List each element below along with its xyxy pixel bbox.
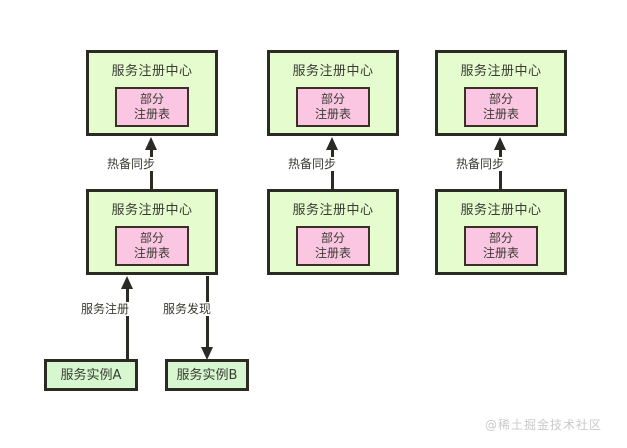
edge-label-register: 服务注册 (79, 302, 132, 316)
edge-label-sync-right: 热备同步 (454, 157, 507, 171)
registry-node-bottom-right: 服务注册中心 部分 注册表 (435, 189, 567, 275)
registry-title: 服务注册中心 (111, 203, 193, 218)
registry-title: 服务注册中心 (292, 203, 374, 218)
partial-registry-table: 部分 注册表 (296, 87, 370, 127)
table-line-1: 部分 (139, 92, 164, 106)
registry-title: 服务注册中心 (460, 203, 542, 218)
table-line-2: 注册表 (314, 107, 351, 121)
edge-label-sync-left: 热备同步 (105, 157, 158, 171)
edge-label-sync-mid: 热备同步 (286, 157, 339, 171)
table-line-1: 部分 (320, 231, 345, 245)
table-line-2: 注册表 (133, 246, 170, 260)
edge-label-discover: 服务发现 (161, 302, 214, 316)
service-instance-b: 服务实例B (165, 359, 249, 391)
registry-node-top-left: 服务注册中心 部分 注册表 (86, 50, 218, 136)
table-line-2: 注册表 (482, 246, 519, 260)
registry-title: 服务注册中心 (460, 64, 542, 79)
service-instance-a: 服务实例A (44, 359, 138, 391)
partial-registry-table: 部分 注册表 (296, 226, 370, 266)
service-instance-a-label: 服务实例A (60, 367, 122, 383)
sync-arrowhead-right (494, 137, 506, 150)
registry-node-bottom-left: 服务注册中心 部分 注册表 (86, 189, 218, 275)
register-arrowhead (121, 276, 133, 289)
table-line-1: 部分 (139, 231, 164, 245)
table-line-1: 部分 (488, 231, 513, 245)
watermark: @稀土掘金技术社区 (485, 418, 603, 432)
partial-registry-table: 部分 注册表 (115, 226, 189, 266)
service-instance-b-label: 服务实例B (176, 367, 238, 383)
table-line-1: 部分 (320, 92, 345, 106)
discover-arrowhead (201, 347, 213, 360)
sync-arrowhead-left (145, 137, 157, 150)
table-line-2: 注册表 (133, 107, 170, 121)
register-line (126, 288, 129, 360)
table-line-2: 注册表 (482, 107, 519, 121)
registry-node-bottom-mid: 服务注册中心 部分 注册表 (267, 189, 399, 275)
registry-title: 服务注册中心 (292, 64, 374, 79)
sync-arrowhead-mid (326, 137, 338, 150)
partial-registry-table: 部分 注册表 (464, 87, 538, 127)
registry-node-top-right: 服务注册中心 部分 注册表 (435, 50, 567, 136)
registry-title: 服务注册中心 (111, 64, 193, 79)
partial-registry-table: 部分 注册表 (115, 87, 189, 127)
registry-node-top-mid: 服务注册中心 部分 注册表 (267, 50, 399, 136)
partial-registry-table: 部分 注册表 (464, 226, 538, 266)
table-line-1: 部分 (488, 92, 513, 106)
table-line-2: 注册表 (314, 246, 351, 260)
